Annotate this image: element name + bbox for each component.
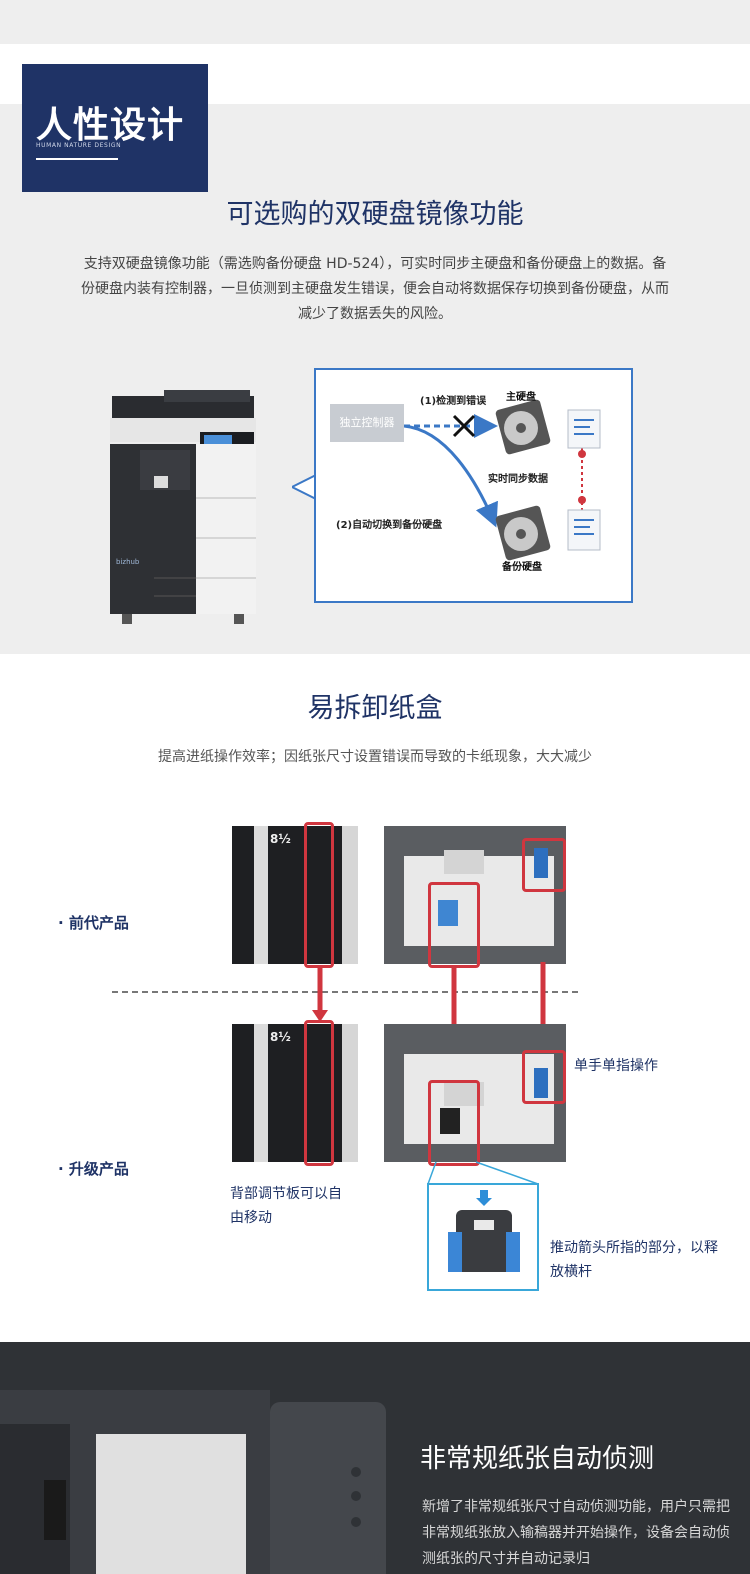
switch-arrow [403, 424, 498, 528]
sync-dot-bottom [578, 496, 586, 504]
zoom-callout [427, 1161, 539, 1291]
feeder-dot-3 [351, 1517, 361, 1527]
blue-lever-upgrade [534, 1068, 548, 1098]
sync-label: 实时同步数据 [488, 474, 548, 485]
feeder-side [270, 1402, 386, 1574]
upgrade-back-plate-photo: 8½ [232, 1024, 358, 1162]
disk-mirror-diagram: 独立控制器 (1)检测到错误 主硬盘 实时同步数据 (2)自动切换到备份硬盘 备… [314, 368, 633, 603]
controller-box: 独立控制器 [330, 404, 404, 442]
feeder-dot-2 [351, 1491, 361, 1501]
scale-mark: 8½ [270, 832, 291, 846]
tray-title: 易拆卸纸盒 [307, 693, 443, 724]
photo-edge [342, 1024, 358, 1162]
push-release-note: 推动箭头所指的部分，以释放横杆 [550, 1240, 718, 1280]
backup-disk-icon [495, 505, 551, 561]
prev-back-highlight [304, 822, 334, 968]
upgrade-lever-highlight [428, 1080, 480, 1166]
back-plate-note: 背部调节板可以自由移动 [230, 1186, 342, 1226]
callout-triangle [292, 475, 317, 501]
logo-underline [36, 158, 118, 160]
mirror-description: 支持双硬盘镜像功能（需选购备份硬盘 HD-524），可实时同步主硬盘和备份硬盘上… [81, 256, 669, 322]
arrow-back-head [312, 1010, 328, 1022]
lever-side-right [506, 1232, 520, 1272]
zoom-line-left [427, 1161, 437, 1185]
auto-switch-label: (2)自动切换到备份硬盘 [336, 520, 443, 531]
zoom-line-right [475, 1161, 539, 1185]
tray-description: 提高进纸操作效率；因纸张尺寸设置错误而导致的卡纸现象，大大减少 [158, 749, 592, 765]
detect-error-label: (1)检测到错误 [420, 396, 487, 407]
lever-mechanism [456, 1210, 512, 1272]
error-cross-b [452, 414, 476, 438]
divider-dashed [112, 991, 578, 993]
copier-machine-illustration: bizhub [110, 390, 256, 624]
lever-side-left [448, 1232, 462, 1272]
blue-lever-prev-2 [534, 848, 548, 878]
blue-lever-prev-1 [438, 900, 458, 926]
machine-badge: bizhub [116, 558, 140, 566]
photo-scale-strip [254, 1024, 268, 1162]
backup-disk-label: 备份硬盘 [502, 562, 542, 573]
logo-subtitle: HUMAN NATURE DESIGN [36, 142, 122, 149]
feeder-label-tag [44, 1480, 66, 1540]
push-arrow-shaft [480, 1190, 488, 1198]
diagram-arrows [403, 399, 601, 561]
lever-slot [474, 1220, 494, 1230]
tray-slot [444, 850, 484, 874]
auto-detect-description: 新增了非常规纸张尺寸自动侦测功能，用户只需把非常规纸张放入输稿器并开始操作，设备… [422, 1499, 730, 1567]
control-screen [204, 435, 232, 444]
upgrade-side-highlight [522, 1050, 566, 1104]
feeder-paper-tray [96, 1434, 246, 1574]
document-feeder [164, 390, 250, 402]
output-slot [154, 476, 168, 488]
auto-detect-section: 非常规纸张自动侦测 新增了非常规纸张尺寸自动侦测功能，用户只需把非常规纸张放入输… [0, 1342, 750, 1574]
document-feeder-photo [0, 1390, 386, 1574]
push-arrow-head [476, 1198, 492, 1206]
top-band [0, 0, 750, 44]
black-lever-upgrade [440, 1108, 460, 1134]
upgrade-back-highlight [304, 1020, 334, 1166]
prev-side-highlight [522, 838, 566, 892]
photo-edge [342, 826, 358, 964]
human-design-logo: 人性设计 HUMAN NATURE DESIGN [22, 64, 208, 192]
main-disk-label: 主硬盘 [506, 392, 536, 403]
caster-left [122, 614, 132, 624]
feeder-dot-1 [351, 1467, 361, 1477]
prev-lever-highlight [428, 882, 480, 968]
caster-right [234, 614, 244, 624]
document-icon-top [567, 409, 601, 449]
prev-back-plate-photo: 8½ [232, 826, 358, 964]
prev-product-label: · 前代产品 [58, 914, 129, 932]
machine-body-light [196, 444, 256, 614]
logo-title: 人性设计 [36, 105, 185, 146]
scale-mark: 8½ [270, 1030, 291, 1044]
main-disk-icon [495, 399, 551, 455]
auto-detect-title: 非常规纸张自动侦测 [420, 1444, 655, 1474]
photo-scale-strip [254, 826, 268, 964]
single-hand-note: 单手单指操作 [574, 1058, 658, 1074]
mirror-title: 可选购的双硬盘镜像功能 [226, 199, 524, 230]
document-icon-bottom [567, 509, 601, 551]
sync-dot-top [578, 450, 586, 458]
upgrade-product-label: · 升级产品 [58, 1160, 129, 1178]
